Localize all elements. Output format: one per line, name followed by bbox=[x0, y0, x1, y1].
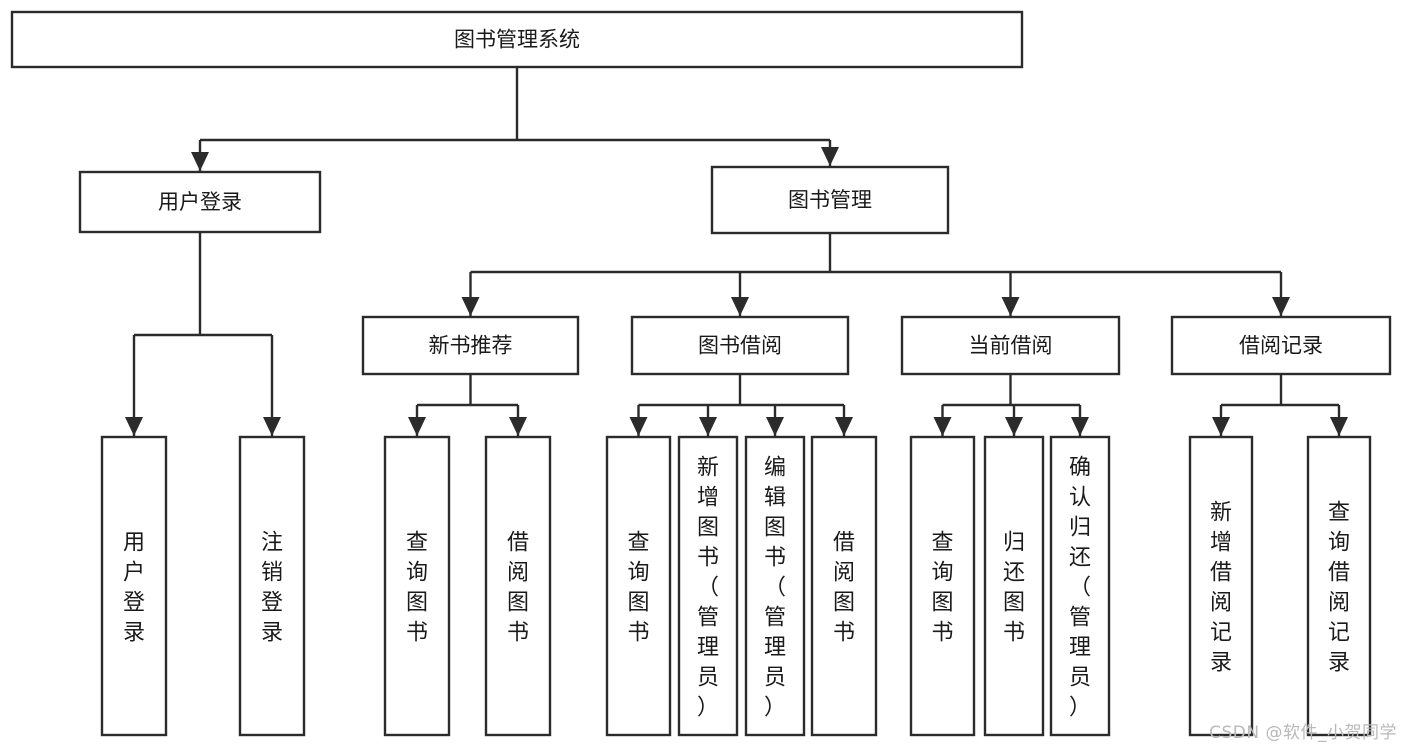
node-layer: 图书管理系统用户登录图书管理用户登录注销登录新书推荐图书借阅当前借阅借阅记录查询… bbox=[10, 10, 1392, 737]
arrow-head-icon bbox=[821, 147, 839, 166]
node-label: 归还图书 bbox=[1003, 530, 1025, 645]
arrow-head-icon bbox=[263, 417, 281, 436]
node-label: 当前借阅 bbox=[969, 334, 1053, 358]
node-box[interactable] bbox=[677, 435, 739, 737]
node-book-borrow[interactable]: 图书借阅 bbox=[630, 315, 850, 376]
node-box[interactable] bbox=[744, 435, 806, 737]
node-edit-book-admin[interactable]: 编辑图书（管理员） bbox=[744, 435, 806, 737]
node-borrow-book-2[interactable]: 借阅图书 bbox=[810, 435, 878, 737]
node-box[interactable] bbox=[1049, 435, 1111, 737]
node-box[interactable] bbox=[361, 315, 580, 376]
arrow-head-icon bbox=[629, 417, 648, 436]
node-add-borrow-record[interactable]: 新增借阅记录 bbox=[1188, 435, 1254, 737]
node-label: 图书管理 bbox=[788, 188, 872, 212]
node-label: 借阅图书 bbox=[833, 530, 855, 645]
node-label: 新增借阅记录 bbox=[1210, 500, 1232, 675]
node-label: 查询图书 bbox=[406, 530, 428, 645]
node-box[interactable] bbox=[78, 170, 322, 234]
arrow-head-icon bbox=[699, 417, 717, 436]
node-root[interactable]: 图书管理系统 bbox=[10, 10, 1024, 69]
node-box[interactable] bbox=[630, 315, 850, 376]
node-label: 图书借阅 bbox=[698, 334, 782, 358]
node-box[interactable] bbox=[909, 435, 976, 737]
node-book-manage[interactable]: 图书管理 bbox=[710, 165, 950, 235]
node-box[interactable] bbox=[100, 435, 168, 737]
node-user-login-do[interactable]: 用户登录 bbox=[100, 435, 168, 737]
node-label: 注销登录 bbox=[261, 530, 283, 645]
arrow-head-icon bbox=[835, 417, 853, 436]
node-box[interactable] bbox=[605, 435, 672, 737]
node-label: 编辑图书（管理员） bbox=[764, 455, 786, 720]
node-label: 新书推荐 bbox=[429, 334, 513, 358]
arrow-head-icon bbox=[408, 417, 426, 436]
node-label: 用户登录 bbox=[158, 190, 242, 214]
node-box[interactable] bbox=[10, 10, 1024, 69]
arrow-head-icon bbox=[1001, 297, 1020, 316]
node-current-borrow[interactable]: 当前借阅 bbox=[900, 315, 1121, 376]
node-query-book-1[interactable]: 查询图书 bbox=[383, 435, 451, 737]
node-box[interactable] bbox=[238, 435, 306, 737]
watermark-label: CSDN @软件_小贺同学 bbox=[1209, 723, 1397, 743]
node-query-book-2[interactable]: 查询图书 bbox=[605, 435, 672, 737]
node-label: 查询借阅记录 bbox=[1328, 500, 1350, 675]
node-label: 查询图书 bbox=[627, 530, 649, 645]
node-box[interactable] bbox=[983, 435, 1045, 737]
node-query-book-3[interactable]: 查询图书 bbox=[909, 435, 976, 737]
node-label: 查询图书 bbox=[931, 530, 953, 645]
arrow-head-icon bbox=[1212, 417, 1230, 436]
node-user-logout[interactable]: 注销登录 bbox=[238, 435, 306, 737]
arrow-head-icon bbox=[1071, 417, 1089, 436]
arrow-head-icon bbox=[125, 417, 143, 436]
arrow-head-icon bbox=[461, 297, 480, 316]
node-box[interactable] bbox=[810, 435, 878, 737]
arrow-head-icon bbox=[1272, 297, 1290, 316]
arrow-head-icon bbox=[766, 417, 784, 436]
node-box[interactable] bbox=[383, 435, 451, 737]
node-borrow-record[interactable]: 借阅记录 bbox=[1170, 315, 1392, 376]
node-borrow-book-1[interactable]: 借阅图书 bbox=[484, 435, 552, 737]
node-label: 用户登录 bbox=[123, 530, 145, 645]
node-box[interactable] bbox=[1188, 435, 1254, 737]
node-label: 确认归还（管理员） bbox=[1069, 455, 1091, 720]
arrow-head-icon bbox=[933, 417, 952, 436]
node-label: 图书管理系统 bbox=[454, 28, 580, 52]
node-new-book-rec[interactable]: 新书推荐 bbox=[361, 315, 580, 376]
node-box[interactable] bbox=[1306, 435, 1372, 737]
node-return-book[interactable]: 归还图书 bbox=[983, 435, 1045, 737]
connector-layer bbox=[125, 67, 1348, 436]
node-box[interactable] bbox=[1170, 315, 1392, 376]
arrow-head-icon bbox=[731, 297, 749, 316]
node-box[interactable] bbox=[900, 315, 1121, 376]
node-user-login[interactable]: 用户登录 bbox=[78, 170, 322, 234]
arrow-head-icon bbox=[1005, 417, 1023, 436]
arrow-head-icon bbox=[191, 152, 209, 171]
node-confirm-return-admin[interactable]: 确认归还（管理员） bbox=[1049, 435, 1111, 737]
node-add-book-admin[interactable]: 新增图书（管理员） bbox=[677, 435, 739, 737]
node-box[interactable] bbox=[484, 435, 552, 737]
node-box[interactable] bbox=[710, 165, 950, 235]
arrow-head-icon bbox=[509, 417, 527, 436]
node-label: 借阅图书 bbox=[507, 530, 529, 645]
node-label: 借阅记录 bbox=[1239, 334, 1323, 358]
node-label: 新增图书（管理员） bbox=[697, 455, 719, 720]
node-query-borrow-record[interactable]: 查询借阅记录 bbox=[1306, 435, 1372, 737]
arrow-head-icon bbox=[1330, 417, 1348, 436]
